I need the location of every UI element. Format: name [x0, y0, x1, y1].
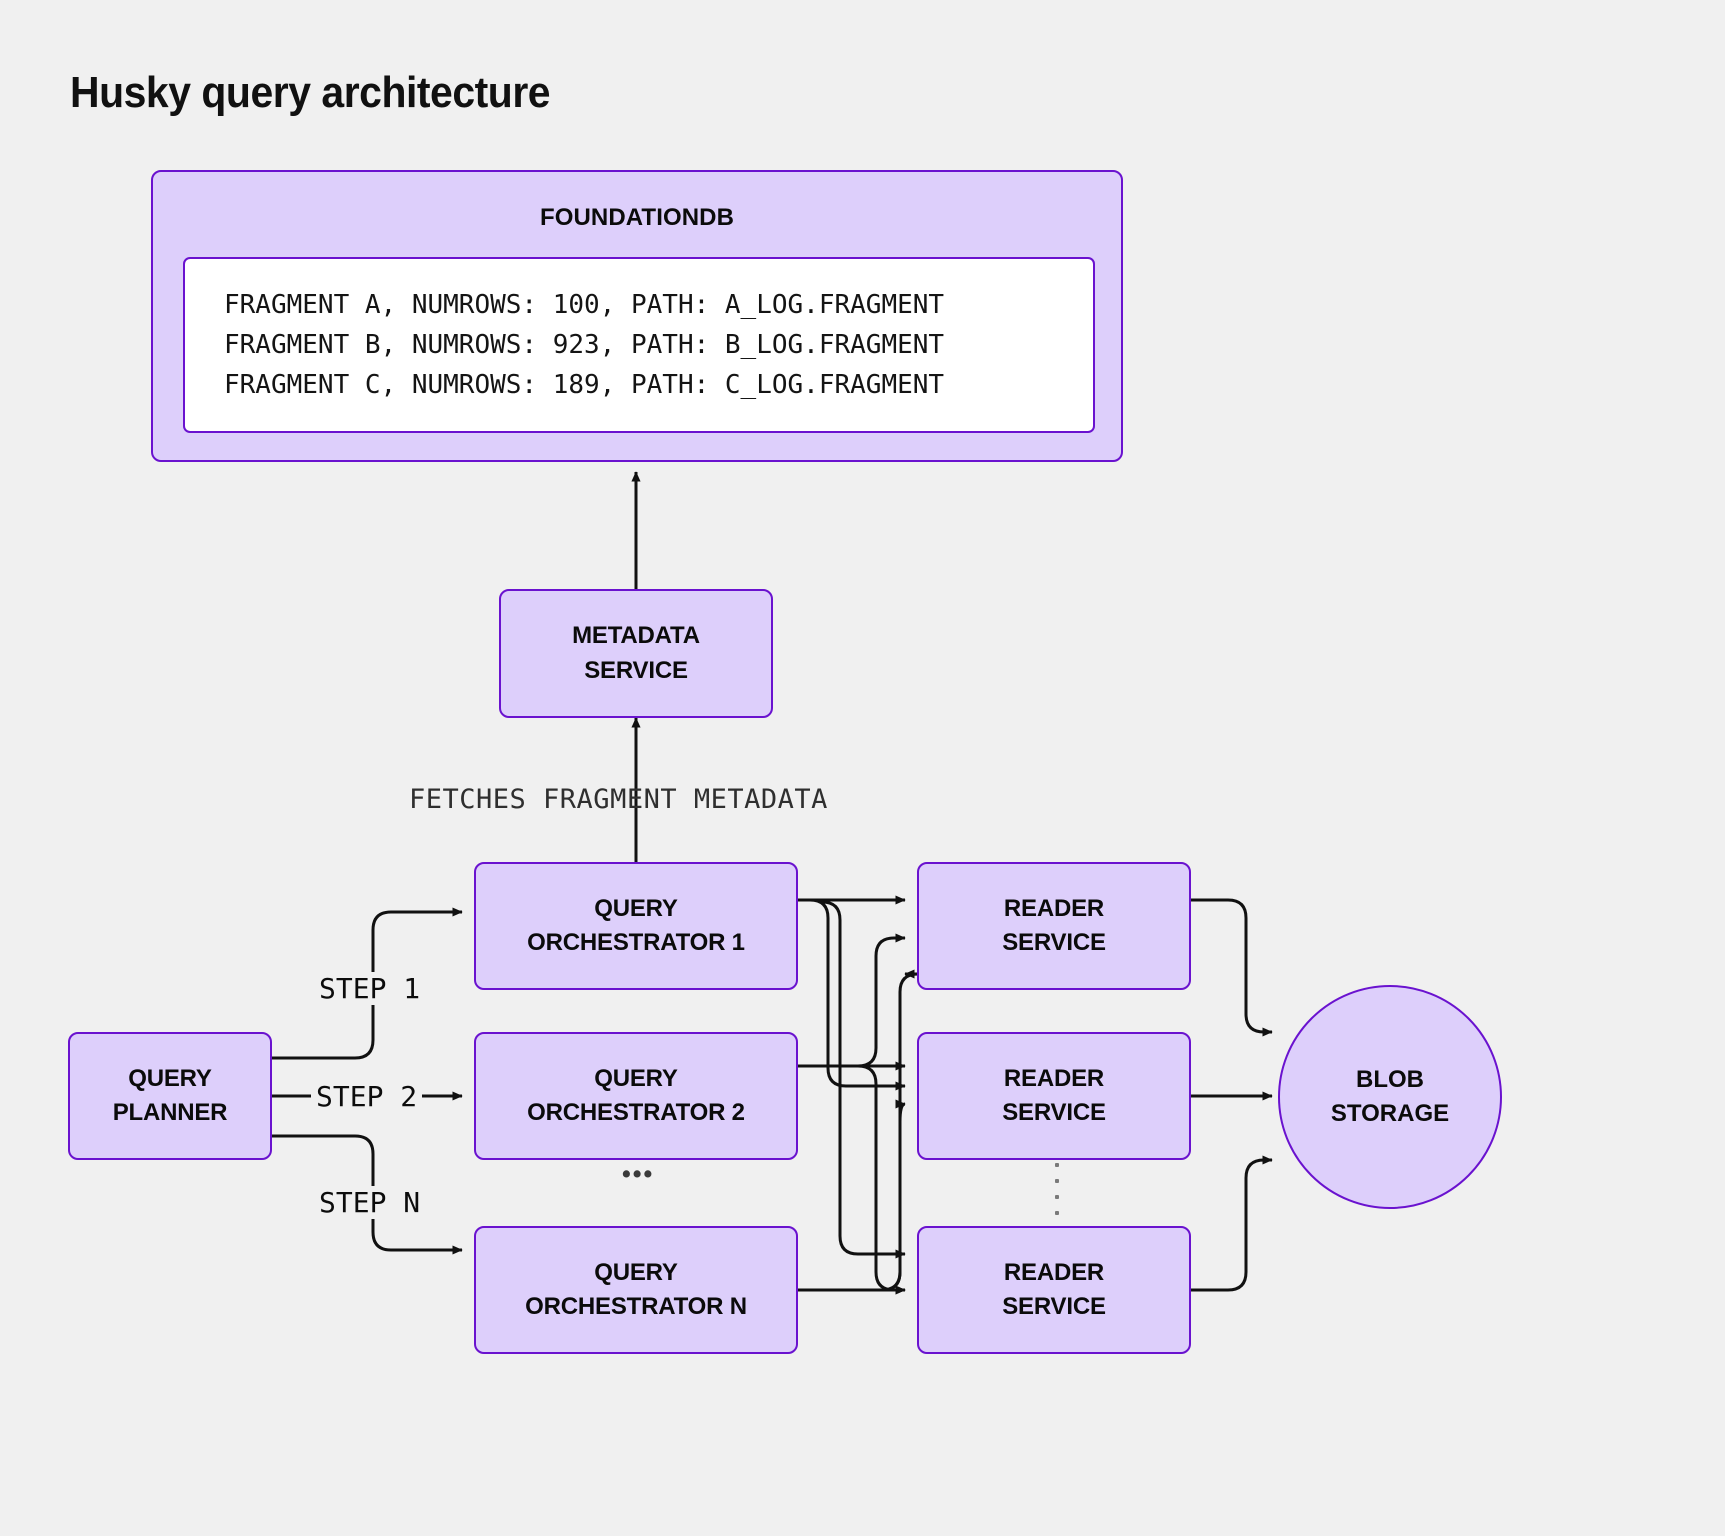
fragment-metadata-table: FRAGMENT A, NUMROWS: 100, PATH: A_LOG.FR… — [183, 257, 1095, 433]
orchestrator-ellipsis: ••• — [622, 1160, 655, 1188]
node-query-orchestrator-2[interactable]: QUERY ORCHESTRATOR 2 — [474, 1032, 798, 1160]
node-label-line2: PLANNER — [112, 1099, 228, 1126]
node-reader-service-3[interactable]: READER SERVICE — [917, 1226, 1191, 1354]
node-label-line2: SERVICE — [584, 656, 688, 684]
node-label-line1: METADATA — [572, 622, 700, 650]
node-label-line1: QUERY — [128, 1064, 212, 1092]
edge-label-step-1: STEP 1 — [314, 972, 426, 1005]
ellipsis-dot — [1055, 1179, 1059, 1183]
edge-label-fetches-fragment-metadata: FETCHES FRAGMENT METADATA — [409, 784, 828, 815]
foundationdb-panel: FOUNDATIONDB FRAGMENT A, NUMROWS: 100, P… — [151, 170, 1123, 462]
edge-orchestrator2-to-reader1 — [798, 933, 906, 1068]
foundationdb-title: FOUNDATIONDB — [539, 204, 735, 231]
edge-label-step-2: STEP 2 — [311, 1080, 423, 1113]
node-blob-storage[interactable]: BLOB STORAGE — [1278, 985, 1502, 1209]
table-row: FRAGMENT B, NUMROWS: 923, PATH: B_LOG.FR… — [224, 329, 945, 360]
node-label-line2: SERVICE — [1002, 1099, 1106, 1126]
ellipsis-dot — [1055, 1211, 1059, 1215]
ellipsis-dot — [1055, 1163, 1059, 1167]
node-label-line1: READER — [1003, 1064, 1105, 1092]
node-label-line2: ORCHESTRATOR 1 — [527, 929, 745, 956]
node-label-line1: READER — [1003, 894, 1105, 922]
node-query-planner[interactable]: QUERY PLANNER — [68, 1032, 272, 1160]
node-query-orchestrator-1[interactable]: QUERY ORCHESTRATOR 1 — [474, 862, 798, 990]
node-reader-service-1[interactable]: READER SERVICE — [917, 862, 1191, 990]
node-label-line2: ORCHESTRATOR 2 — [527, 1099, 745, 1126]
node-label-line2: STORAGE — [1330, 1100, 1450, 1127]
edge-orchestratorN-to-reader1 — [798, 969, 919, 1292]
edge-orchestrator1-to-reader3 — [821, 900, 906, 1259]
node-metadata-service[interactable]: METADATA SERVICE — [499, 589, 773, 718]
node-label-line1: QUERY — [594, 1064, 678, 1092]
table-row: FRAGMENT A, NUMROWS: 100, PATH: A_LOG.FR… — [224, 289, 945, 320]
node-label-line1: BLOB — [1356, 1065, 1424, 1093]
node-label-line1: READER — [1003, 1258, 1105, 1286]
node-label-line1: QUERY — [594, 1258, 678, 1286]
edge-orchestratorN-to-reader2 — [881, 1099, 906, 1292]
node-label-line1: QUERY — [594, 894, 678, 922]
edge-label-step-n: STEP N — [314, 1186, 426, 1219]
edge-reader1-to-blob — [1190, 898, 1273, 1037]
edge-orchestrator1-to-reader2 — [809, 898, 906, 1091]
node-label-line2: SERVICE — [1002, 1293, 1106, 1320]
node-query-orchestrator-n[interactable]: QUERY ORCHESTRATOR N — [474, 1226, 798, 1354]
node-reader-service-2[interactable]: READER SERVICE — [917, 1032, 1191, 1160]
edge-reader3-to-blob — [1190, 1155, 1273, 1292]
node-label-line2: ORCHESTRATOR N — [525, 1293, 747, 1320]
reader-service-ellipsis — [1053, 1163, 1061, 1215]
page-title: Husky query architecture — [70, 68, 551, 117]
edge-orchestrator2-to-reader3 — [857, 1064, 906, 1295]
node-label-line2: SERVICE — [1002, 929, 1106, 956]
ellipsis-dot — [1055, 1195, 1059, 1199]
table-row: FRAGMENT C, NUMROWS: 189, PATH: C_LOG.FR… — [224, 370, 945, 401]
